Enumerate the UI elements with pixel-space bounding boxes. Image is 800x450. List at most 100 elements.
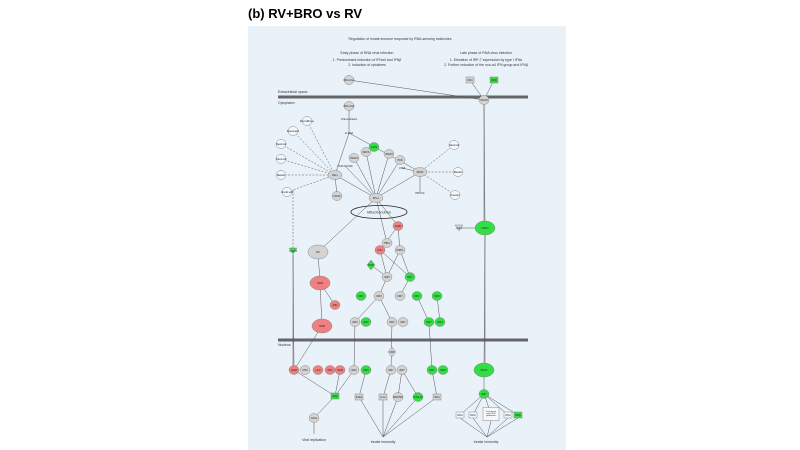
node-pkr[interactable]: PKR: [394, 155, 406, 165]
node-ikba[interactable]: IκBα: [329, 300, 341, 310]
node-n2[interactable]: ATF2: [299, 365, 311, 375]
node-cpd3[interactable]: Flavonoid: [275, 139, 287, 149]
node-label: Puerarin: [450, 194, 460, 197]
node-c6[interactable]: IRF7: [423, 317, 435, 327]
node-n12[interactable]: STAT1: [473, 362, 495, 378]
node-shape: [374, 245, 386, 255]
outcome-viral-replication: Viral replication: [302, 438, 326, 442]
node-cpd1[interactable]: Pterostilbene: [300, 116, 315, 126]
node-cpd8[interactable]: Baicalin: [452, 167, 464, 177]
edge-nfkb_p-n1: [293, 325, 323, 371]
node-rigi[interactable]: RIG-I: [327, 170, 343, 180]
node-virus-out[interactable]: RNA virus: [344, 75, 355, 85]
edge-l2-innate: [472, 417, 488, 438]
node-n4[interactable]: IRF3: [324, 365, 336, 375]
node-rantes[interactable]: RANTES: [392, 392, 403, 402]
node-n9[interactable]: IRF7: [396, 365, 408, 375]
node-il12[interactable]: IL-12: [378, 393, 388, 401]
node-c5[interactable]: IRF7: [397, 317, 409, 327]
node-n7[interactable]: IRF3: [360, 365, 372, 375]
node-casp[interactable]: CASP8: [288, 247, 298, 255]
node-l1[interactable]: IFNα: [455, 411, 465, 419]
node-c2[interactable]: IRF3: [349, 317, 361, 327]
node-ifnar[interactable]: IFNAR: [478, 95, 490, 105]
node-label: IKKε: [378, 249, 384, 252]
node-label: IL-12: [380, 396, 386, 399]
node-viral-replication[interactable]: Viral replication: [341, 115, 358, 124]
node-mda5[interactable]: MDA5: [412, 167, 428, 177]
node-n3[interactable]: c-Jun: [312, 365, 324, 375]
node-jak[interactable]: JAK1: [454, 224, 464, 232]
node-n11[interactable]: IRF9: [437, 365, 449, 375]
node-mavs-a[interactable]: PCAF NCOA6: [337, 162, 353, 171]
node-label: IRF3: [384, 276, 390, 279]
node-nfkb-c[interactable]: NFκB: [309, 275, 331, 291]
node-mavs-b[interactable]: TRAF2: [383, 149, 395, 159]
node-ikke[interactable]: IKKε: [374, 245, 386, 255]
node-l3[interactable]: IFNα: [503, 411, 513, 419]
node-ifnb[interactable]: IFNβ: [330, 392, 340, 400]
node-irf7b[interactable]: IRF7: [394, 291, 406, 301]
node-label: IRF3: [352, 321, 358, 324]
node-cpd2[interactable]: Resveratrol: [287, 126, 300, 136]
node-ddx3[interactable]: DDX3: [360, 147, 372, 157]
edge-irf7n-l4: [483, 393, 519, 416]
node-cpd9[interactable]: Puerarin: [449, 190, 461, 200]
edge-n9-cxcl10: [401, 369, 419, 398]
node-irf7[interactable]: IRF7: [404, 272, 416, 282]
node-ifna[interactable]: IFNα: [432, 393, 442, 401]
node-irf7p[interactable]: IRF7: [411, 291, 423, 301]
node-n13[interactable]: CBP: [387, 346, 397, 358]
node-isg15[interactable]: ISG15: [331, 191, 343, 201]
node-tyk2[interactable]: ISGF3: [474, 220, 496, 236]
node-nfkb-p[interactable]: NFκB: [311, 318, 333, 334]
node-ifnb-ec[interactable]: IFNβ: [489, 76, 499, 84]
node-l2[interactable]: IFNα: [468, 411, 478, 419]
node-isg[interactable]: OAS1: [308, 413, 320, 423]
node-traf3[interactable]: TRAF3: [348, 153, 360, 163]
node-ikk[interactable]: IKK: [307, 244, 329, 260]
node-n10[interactable]: IRF7: [426, 365, 438, 375]
node-cpd5[interactable]: Baicalin: [275, 170, 287, 180]
node-cpd6[interactable]: Ursolic acid: [281, 187, 294, 197]
node-c4[interactable]: IRF7: [386, 317, 398, 327]
edge-virus_out-ifnar: [348, 79, 485, 101]
node-label: CASP8: [289, 250, 298, 253]
figure-title: (b) RV+BRO vs RV: [248, 6, 363, 21]
node-virus-in[interactable]: RNA virus: [344, 101, 355, 111]
node-label: IKK: [316, 251, 320, 254]
node-ips1[interactable]: IPS-1: [368, 193, 384, 203]
node-atg[interactable]: ATG5: [397, 164, 407, 173]
node-dsrna[interactable]: ds RNA: [344, 129, 354, 138]
node-tbk1[interactable]: TBK1: [381, 238, 393, 248]
node-cpd7[interactable]: Flavonoid: [448, 140, 460, 150]
node-irf3b[interactable]: IRF3: [373, 291, 385, 301]
node-irf3p[interactable]: IRF3: [355, 291, 367, 301]
node-pkc[interactable]: PIK3 CC: [415, 189, 425, 198]
node-irf7n[interactable]: IRF7: [478, 389, 490, 399]
early-phase-title: Early phase of RNA virus infection: [341, 51, 394, 55]
node-irf3[interactable]: IRF3: [381, 272, 393, 282]
node-l4[interactable]: IFNβ: [513, 411, 523, 419]
edge-ifna-innate: [382, 396, 438, 438]
node-n8[interactable]: IRF7: [385, 365, 397, 375]
node-label: IRF9: [440, 369, 446, 372]
node-n6[interactable]: IRF3: [348, 365, 360, 375]
node-stat[interactable]: IFNα: [434, 317, 446, 327]
node-fadd[interactable]: FADD: [392, 221, 404, 231]
node-tank[interactable]: TANK: [366, 259, 376, 271]
node-lgp2[interactable]: LGP2: [368, 142, 380, 152]
node-shape: [394, 245, 406, 255]
node-ripk1[interactable]: RIPK1: [394, 245, 406, 255]
node-c1[interactable]: IRF3: [431, 291, 443, 301]
node-ifna4[interactable]: IFNα4: [354, 393, 364, 401]
node-n1[interactable]: NFκB: [288, 365, 300, 375]
edge-c4-n8: [390, 321, 393, 371]
node-c3[interactable]: IRF7: [360, 317, 372, 327]
node-n5[interactable]: NFκB: [334, 365, 346, 375]
node-cpd4[interactable]: Flavonoid: [275, 154, 287, 164]
node-label: IRF7: [388, 369, 394, 372]
node-ifna-ec[interactable]: IFNα: [465, 76, 475, 84]
node-cxcl10[interactable]: CXCL10: [412, 392, 424, 402]
node-late[interactable]: Late phase type I IFN production: [482, 407, 500, 421]
